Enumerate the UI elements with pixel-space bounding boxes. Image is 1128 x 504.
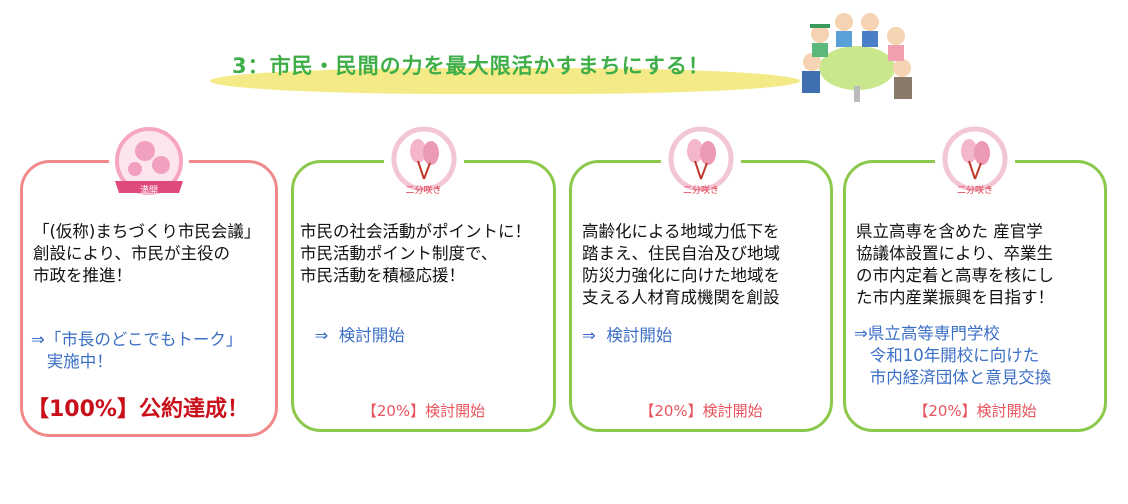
two-tenths-bloom-badge: 二分咲き (661, 125, 741, 205)
title-highlight (210, 68, 800, 94)
cherry-bud-icon (668, 126, 734, 192)
cherry-bud-icon (391, 126, 456, 192)
status-label: 【20%】検討開始 (639, 402, 763, 420)
progress-text: ⇒ 検討開始 (304, 326, 405, 345)
progress-text: ⇒県立高等専門学校 令和10年開校に向けた 市内経済団体と意見交換 (854, 324, 1052, 387)
status-achieved: 【100%】公約達成！ (27, 397, 249, 422)
pledge-text: 県立高専を含めた 産官学 協議体設置により、卒業生 の市内定着と高専を核にし た… (856, 222, 1054, 307)
pledge-card-points: 二分咲き 市民の社会活動がポイントに！ 市民活動ポイント制度で、 市民活動を積極… (291, 125, 556, 432)
two-tenths-bloom-badge: 二分咲き (935, 125, 1015, 205)
progress-text: ⇒「市長のどこでもトーク」 実施中！ (31, 330, 243, 371)
cherry-blossom-icon (115, 127, 183, 195)
pledge-text: 市民の社会活動がポイントに！ 市民活動ポイント制度で、 市民活動を積極応援！ (300, 222, 531, 285)
meeting-people-illustration (802, 13, 912, 102)
pledge-card-technical-college: 二分咲き 県立高専を含めた 産官学 協議体設置により、卒業生 の市内定着と高専を… (843, 125, 1107, 432)
pledge-text: 高齢化による地域力低下を 踏まえ、住民自治及び地域 防災力強化に向けた地域を 支… (582, 222, 780, 307)
status-label: 【20%】検討開始 (913, 402, 1037, 420)
badge-label: 満開 (139, 186, 158, 196)
pledge-text: 「(仮称)まちづくり市民会議」 創設により、市民が主役の 市政を推進！ (33, 222, 261, 285)
badge-label: 二分咲き (405, 186, 442, 196)
badge-label: 二分咲き (682, 186, 719, 196)
pledge-card-community: 二分咲き 高齢化による地域力低下を 踏まえ、住民自治及び地域 防災力強化に向けた… (569, 125, 833, 432)
pledge-card-citizen-council: 満開 「(仮称)まちづくり市民会議」 創設により、市民が主役の 市政を推進！ ⇒… (20, 125, 278, 437)
cherry-bud-icon (942, 126, 1008, 192)
badge-label: 二分咲き (956, 186, 993, 196)
progress-text: ⇒ 検討開始 (582, 326, 673, 345)
section-title: 3：市民・民間の力を最大限活かすまちにする！ (232, 54, 710, 78)
status-label: 【20%】検討開始 (361, 402, 486, 420)
section-header: 3：市民・民間の力を最大限活かすまちにする！ (210, 48, 800, 98)
two-tenths-bloom-badge: 二分咲き (383, 125, 464, 205)
full-bloom-badge: 満開 (109, 125, 189, 205)
